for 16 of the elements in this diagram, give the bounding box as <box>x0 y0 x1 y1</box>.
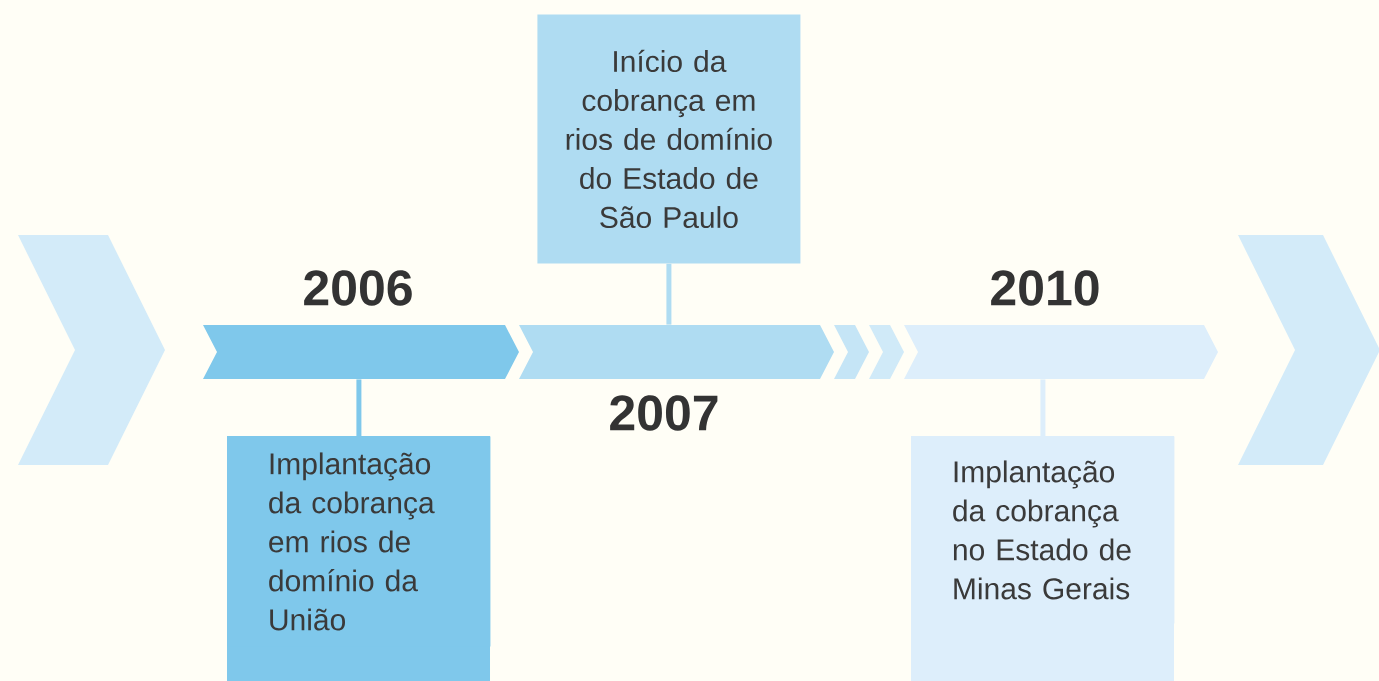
timeline-segment <box>869 325 904 379</box>
year-label: 2007 <box>610 395 718 431</box>
text-box: Implantação da cobrança no Estado de Minas Gerais <box>911 436 1175 681</box>
chevron-shape <box>18 235 165 465</box>
connector-line <box>356 379 362 436</box>
timeline-segment <box>834 325 869 379</box>
text-box: Início da cobrança em rios de domínio do Estado de São Paulo <box>537 14 801 264</box>
year-label: 2006 <box>304 270 412 306</box>
chevron-shape <box>1238 235 1379 465</box>
year-label: 2010 <box>991 270 1099 306</box>
connector-line <box>1040 379 1046 436</box>
text-box: Implantação da cobrança em rios de domínio da União <box>227 436 491 681</box>
timeline-segment <box>904 325 1218 379</box>
timeline-segment <box>203 325 519 379</box>
timeline-segment <box>519 325 834 379</box>
connector-line <box>666 263 672 325</box>
